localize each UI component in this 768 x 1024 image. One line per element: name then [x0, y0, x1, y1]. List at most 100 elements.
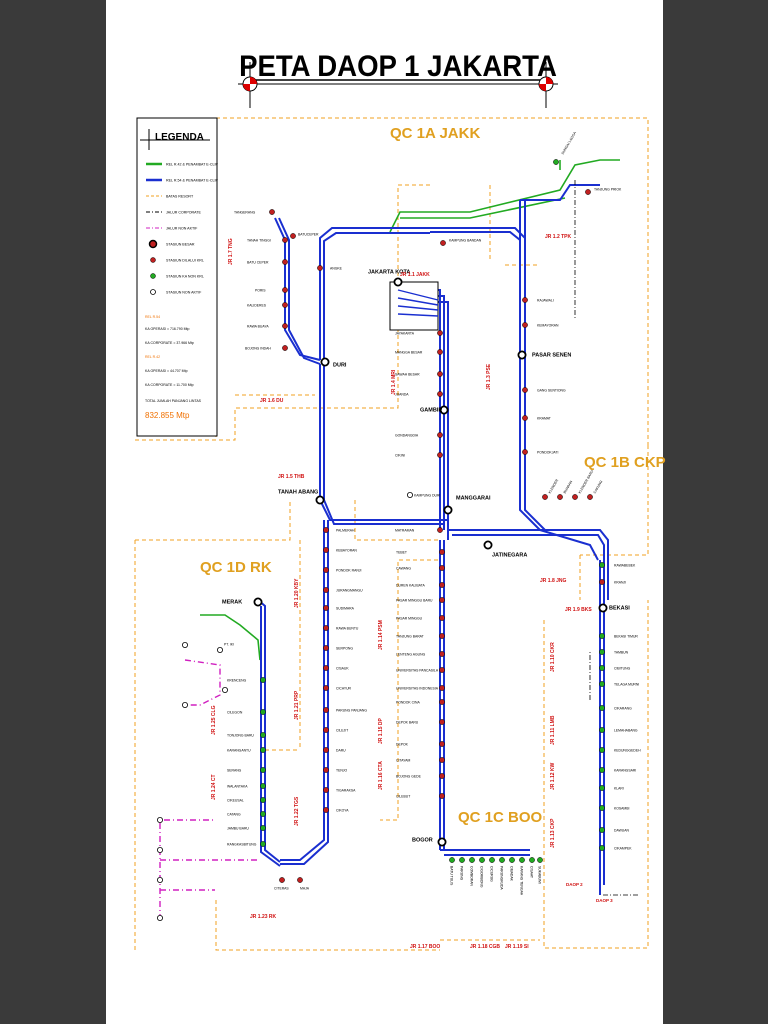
station-label: TAMBUN: [614, 651, 629, 655]
line-code-label: JR 1.24 CT: [211, 774, 217, 800]
station-label: KOSAMBI: [614, 807, 630, 811]
inactive-tracks: [159, 659, 260, 920]
station-label: PONDOK CINA: [396, 701, 420, 705]
station: [599, 805, 605, 811]
station: [269, 209, 275, 215]
station: [260, 677, 266, 683]
station: [216, 647, 223, 654]
legend-item: STASIUN NON AKTIF: [150, 289, 202, 295]
station: [599, 747, 605, 753]
station-label: CIBADAK: [510, 866, 514, 882]
station: [253, 597, 263, 607]
station: [522, 297, 528, 303]
station-label: CATANG: [227, 813, 241, 817]
line-code-label: JR 1.9 BKS: [565, 607, 592, 613]
compass-left-icon: [238, 62, 262, 108]
legend-item: BATAS RESORT: [146, 195, 194, 199]
station-label: CIKOYA: [336, 809, 349, 813]
station-label: CIKARANG: [614, 707, 632, 711]
station-label: BOJONG INDAH: [245, 347, 271, 351]
station-label: TIGARAKSA: [336, 789, 356, 793]
station: [437, 371, 443, 377]
line-code-label: JR 1.2 TPK: [545, 234, 572, 240]
line-code-label: JR 1.18 CGB: [470, 944, 500, 950]
station: [529, 857, 535, 863]
station: [323, 747, 329, 753]
station-label: KARANGSARI: [614, 769, 636, 773]
station: [439, 405, 449, 415]
station: [315, 495, 325, 505]
station: [260, 811, 266, 817]
station-label: BATU CEPER: [247, 261, 269, 265]
line-code-label: JR 1.14 PSM: [378, 620, 384, 650]
station-label: RAWA BUAYA: [247, 325, 269, 329]
station-label: CILEJIT: [336, 729, 348, 733]
corporate-tracks: [574, 180, 640, 896]
station-label: SAWAH BESAR: [395, 373, 420, 377]
station-label: CAKUNG: [593, 479, 604, 494]
station-label: CIKEUSAL: [227, 799, 244, 803]
station-label: KLARI: [614, 787, 624, 791]
station-label: SERPONG: [336, 647, 353, 651]
station: [181, 702, 188, 709]
legend-note-4: REL R.42: [145, 355, 160, 359]
line-code-label: JR 1.6 DU: [260, 398, 284, 404]
station: [437, 837, 447, 847]
station-label: CILEGON: [227, 711, 243, 715]
region-label-qc1b: QC 1B CKP: [584, 454, 666, 471]
legend-item-label: JALUR CORPORATE: [166, 211, 201, 215]
station-label: KRANJI: [614, 581, 626, 585]
station: [459, 857, 465, 863]
station: [587, 494, 593, 500]
station-label: CILEBUT: [396, 795, 410, 799]
line-code-label: JR 1.21 PRP: [294, 690, 300, 720]
line-code-label: JR 1.25 CLG: [211, 705, 217, 735]
station: [323, 527, 329, 533]
station: [282, 345, 288, 351]
station-label: TONJONG BARU: [227, 734, 254, 738]
station: [282, 287, 288, 293]
station: [585, 189, 591, 195]
line-code-label: JR 1.3 PSE: [486, 363, 492, 390]
legend-item-label: JALUR NON AKTIF: [166, 227, 198, 231]
station-label: JAYAKARTA: [395, 332, 415, 336]
station: [439, 615, 445, 621]
station: [406, 491, 413, 498]
station: [282, 237, 288, 243]
station: [599, 845, 605, 851]
station-label: CIKINI: [395, 454, 405, 458]
station-label: CITERAS: [274, 887, 289, 891]
station: [323, 547, 329, 553]
station: [437, 452, 443, 458]
station-label: UNIVERSITAS INDONESIA: [396, 687, 439, 691]
legend-title: LEGENDA: [155, 132, 204, 143]
line-code-label: JR 1.5 THB: [278, 474, 305, 480]
station: [509, 857, 515, 863]
station-label: KLENDER BARU: [578, 469, 595, 494]
legend-item: STASIUN DILALUI KRL: [150, 257, 204, 263]
station: [599, 767, 605, 773]
station-label: RAWA BUNTU: [336, 627, 359, 631]
station: [537, 857, 543, 863]
station: [599, 665, 605, 671]
station-label: TEBET: [396, 551, 407, 555]
station-label: LENTENG AGUNG: [396, 653, 426, 657]
station: [439, 719, 445, 725]
station-label: TANJUNG PRIOK: [594, 188, 622, 192]
station: [439, 651, 445, 657]
line-code-label: JR 1.11 LMB: [550, 715, 556, 745]
station: [156, 877, 163, 884]
station: [323, 587, 329, 593]
station-label: JAKARTA KOTA: [368, 270, 410, 276]
station: [479, 857, 485, 863]
station-label: TELAGA MURNI: [614, 683, 639, 687]
station-label: SUDIMARA: [336, 607, 355, 611]
station-label: BATUCEPER: [298, 233, 319, 237]
station-label: KARANG TENGAH: [520, 866, 524, 896]
legend-note-3: KA CORPORATE = 37.966 Mtp: [145, 341, 194, 345]
station: [598, 603, 608, 613]
map-title: PETA DAOP 1 JAKARTA: [239, 50, 557, 83]
station: [260, 797, 266, 803]
station: [437, 330, 443, 336]
